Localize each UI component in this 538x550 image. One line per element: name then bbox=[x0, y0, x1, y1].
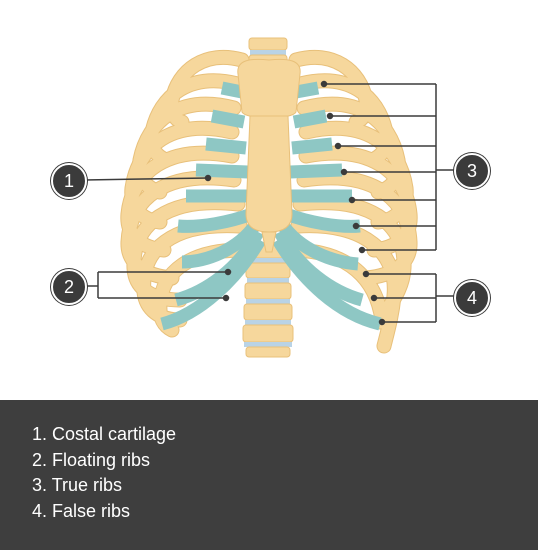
rib-cage-diagram: 1 2 3 4 bbox=[51, 37, 490, 358]
legend-item-false-ribs: 4. False ribs bbox=[32, 500, 131, 521]
legend-panel: 1. Costal cartilage 2. Floating ribs 3. … bbox=[0, 400, 538, 550]
leader-lines bbox=[83, 80, 454, 326]
marker-3: 3 bbox=[454, 153, 490, 189]
marker-2: 2 bbox=[51, 269, 87, 305]
legend-item-true-ribs: 3. True ribs bbox=[32, 475, 123, 495]
legend-item-floating-ribs: 2. Floating ribs bbox=[32, 449, 151, 470]
rib-cage-illustration bbox=[83, 37, 454, 358]
legend-item-costal-cartilage: 1. Costal cartilage bbox=[32, 424, 177, 444]
sternum bbox=[245, 115, 293, 253]
marker-1: 1 bbox=[51, 163, 87, 199]
manubrium bbox=[237, 58, 301, 119]
vertebral-column bbox=[242, 37, 294, 358]
marker-4: 4 bbox=[454, 280, 490, 316]
